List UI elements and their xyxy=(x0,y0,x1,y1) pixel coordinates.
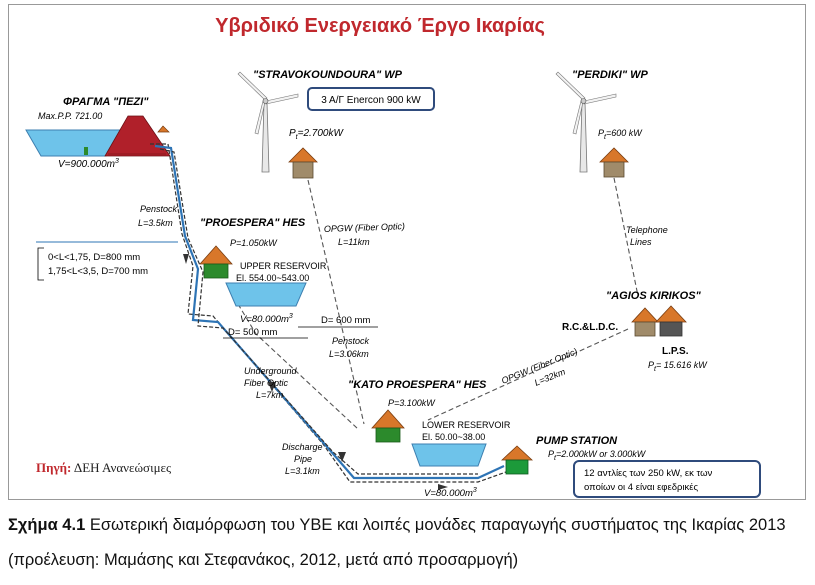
stravokoundoura-note: 3 Α/Γ Enercon 900 kW xyxy=(321,95,421,106)
penstock-upper-label: Penstock xyxy=(140,204,178,214)
underground-label1: Underground xyxy=(244,366,298,376)
perdiki-turbine-icon xyxy=(555,71,617,173)
discharge-label1: Discharge xyxy=(282,442,323,452)
agios-kirikos-name: "AGIOS KIRIKOS" xyxy=(606,290,702,302)
perdiki-house-icon xyxy=(599,147,629,178)
pump-station-house-icon xyxy=(500,445,534,475)
telephone-label2: Lines xyxy=(630,237,652,247)
agios-kirikos-buildings-icon xyxy=(631,305,687,337)
dam-plant-icon xyxy=(84,147,88,155)
dam-house-icon xyxy=(157,125,170,133)
opgw-top-label: OPGW (Fiber Optic) xyxy=(324,221,405,234)
kato-proespera-power: P=3.100kW xyxy=(388,398,436,408)
underground-length: L=7km xyxy=(256,390,284,400)
hybrid-energy-diagram: Υβριδικό Ενεργειακό Έργο Ικαρίας ΦΡΑΓΜΑ … xyxy=(8,4,806,500)
lps-label: L.P.S. xyxy=(662,346,689,357)
stravokoundoura-note-box xyxy=(307,87,435,111)
underground-label2: Fiber Optic xyxy=(244,378,289,388)
proespera-name: "PROESPERA" HES xyxy=(200,217,306,229)
proespera-house-icon xyxy=(199,245,233,279)
source-label: Πηγή: ΔΕΗ Ανανεώσιμες xyxy=(36,460,172,475)
pump-note-line2: οποίων οι 4 είναι εφεδρικές xyxy=(584,482,698,493)
pump-station-name: PUMP STATION xyxy=(536,435,618,447)
telephone-label1: Telephone xyxy=(626,225,668,235)
agios-kirikos-power: Pt= 15.616 kW xyxy=(648,360,708,373)
dam-wall xyxy=(104,115,171,157)
stravokoundoura-power: Pt=2.700kW xyxy=(289,128,344,141)
perdiki-power: Pt=600 kW xyxy=(598,128,643,141)
pipe-legend-bracket xyxy=(37,247,44,281)
discharge-label2: Pipe xyxy=(294,454,312,464)
rcldc-label: R.C.&L.D.C. xyxy=(562,322,618,333)
stravokoundoura-house-icon xyxy=(288,147,318,179)
flow-arrows xyxy=(183,254,448,490)
lower-reservoir-volume: V=80.000m3 xyxy=(424,487,477,499)
penstock-lower-label: Penstock xyxy=(332,336,370,346)
lower-reservoir-label: LOWER RESERVOIR xyxy=(422,420,511,430)
diameter-600: D= 600 mm xyxy=(321,315,370,326)
penstock-upper-length: L=3.5km xyxy=(138,218,173,228)
upper-reservoir-elevation: El. 554.00~543.00 xyxy=(236,273,309,283)
kato-proespera-house-icon xyxy=(371,409,405,443)
pump-note-line1: 12 αντλίες των 250 kW, εκ των xyxy=(584,468,713,479)
caption-label: Σχήμα 4.1 xyxy=(8,516,86,534)
diameter-500: D= 500 mm xyxy=(228,327,277,338)
dam-max-pp: Max.P.P. 721.00 xyxy=(38,111,102,121)
dam-reservoir-water xyxy=(25,129,122,157)
perdiki-name: "PERDIKI" WP xyxy=(572,69,648,81)
upper-reservoir-volume: V=80.000m3 xyxy=(240,313,293,325)
communication-cables xyxy=(237,177,639,430)
kato-proespera-name: "KATO PROESPERA" HES xyxy=(348,379,487,391)
penstock-lower-length: L=3.06km xyxy=(329,349,369,359)
upper-reservoir-water xyxy=(225,282,307,307)
pipe-legend-row2: 1,75<L<3,5, D=700 mm xyxy=(48,266,148,277)
pump-station-power: Pt=2.000kW or 3.000kW xyxy=(548,449,647,462)
pump-note-box xyxy=(573,460,761,498)
dam-name: ΦΡΑΓΜΑ "ΠΕΖΙ" xyxy=(63,96,149,108)
diagram-title: Υβριδικό Ενεργειακό Έργο Ικαρίας xyxy=(215,15,545,37)
stravokoundoura-name: "STRAVOKOUNDOURA" WP xyxy=(253,69,403,81)
opgw-top-length: L=11km xyxy=(338,237,370,247)
penstock-pipe xyxy=(150,143,507,483)
lower-reservoir-water xyxy=(411,443,487,467)
proespera-power: P=1.050kW xyxy=(230,238,278,248)
caption-text: Εσωτερική διαμόρφωση του ΥΒΕ και λοιπές … xyxy=(8,516,786,569)
pipe-legend-row1: 0<L<1,75, D=800 mm xyxy=(48,252,140,263)
upper-reservoir-label: UPPER RESERVOIR xyxy=(240,261,327,271)
figure-caption: Σχήμα 4.1 Εσωτερική διαμόρφωση του ΥΒΕ κ… xyxy=(8,508,808,578)
discharge-length: L=3.1km xyxy=(285,466,320,476)
lower-reservoir-elevation: El. 50.00~38.00 xyxy=(422,432,485,442)
stravokoundoura-turbine-icon xyxy=(237,71,299,173)
dam-volume: V=900.000m3 xyxy=(58,158,119,170)
